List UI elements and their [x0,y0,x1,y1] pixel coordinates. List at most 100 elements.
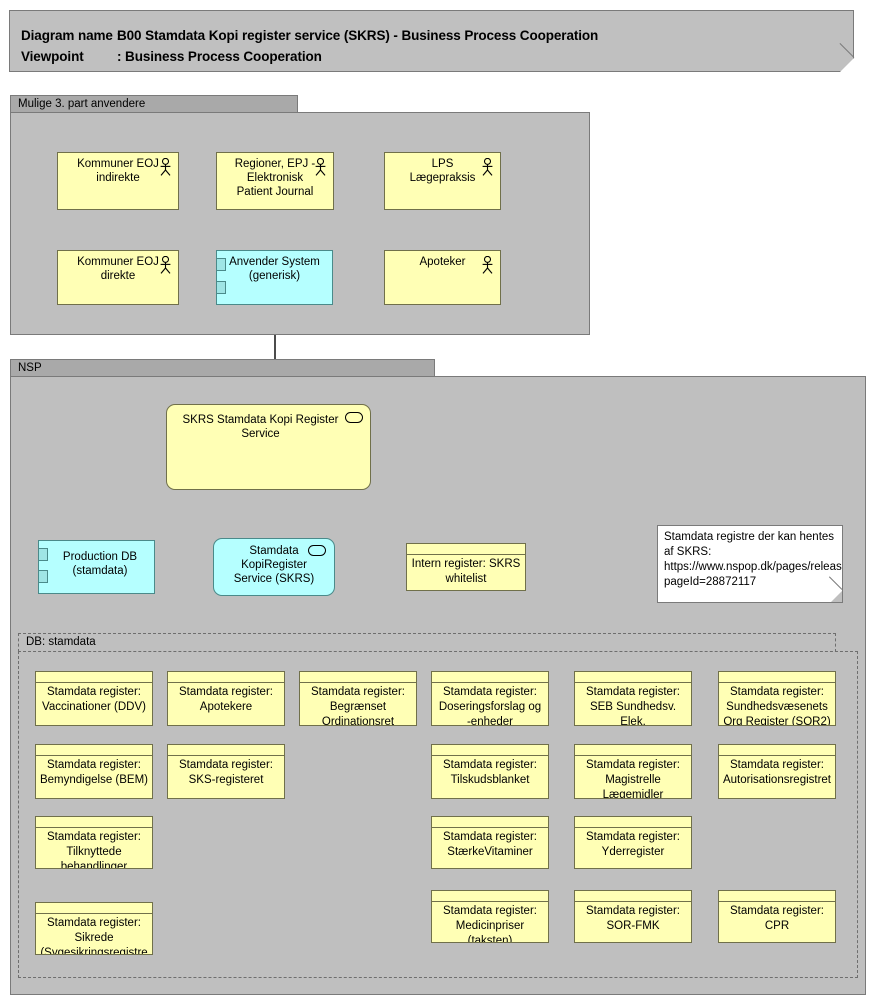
actor-icon [315,158,326,176]
register-card-begraenset-ordinationsret[interactable]: Stamdata register: Begrænset Ordinations… [299,671,417,726]
note-stamdata-registre-link: Stamdata registre der kan hentes af SKRS… [657,525,843,603]
service-icon [345,412,363,423]
register-card-magistrelle-laegemidler[interactable]: Stamdata register: Magistrelle Lægemidle… [574,744,692,799]
viewpoint-key: Viewpoint [21,49,84,64]
element-intern-register-skrs-whitelist[interactable]: Intern register: SKRS whitelist [406,543,526,591]
register-label: Stamdata register: SEB Sundhedsv. Elek. … [586,686,680,726]
register-header-strip [432,891,548,902]
service-label: SKRS Stamdata Kopi Register Service [182,414,339,440]
actor-label: Apoteker [419,256,466,268]
register-card-doseringsforslag[interactable]: Stamdata register: Doseringsforslag og -… [431,671,549,726]
diagram-title-banner: Diagram name :B00 Stamdata Kopi register… [9,10,855,72]
component-icon [217,281,226,294]
diagram-name-line: Diagram name :B00 Stamdata Kopi register… [21,28,598,43]
register-card-sks-registeret[interactable]: Stamdata register: SKS-registeret [167,744,285,799]
register-header-strip [36,745,152,756]
diagram-name-value: B00 Stamdata Kopi register service (SKRS… [117,28,599,43]
register-card-sikrede[interactable]: Stamdata register: Sikrede (Sygesikrings… [35,902,153,955]
service-skrs-stamdata-kopi-register[interactable]: SKRS Stamdata Kopi Register Service [166,404,371,490]
element-header-strip [407,544,525,555]
register-card-bemyndigelse[interactable]: Stamdata register: Bemyndigelse (BEM) [35,744,153,799]
register-label: Stamdata register: Apotekere [179,686,273,713]
register-card-sor-fmk[interactable]: Stamdata register: SOR-FMK [574,890,692,943]
actor-apoteker[interactable]: Apoteker [384,250,501,305]
register-header-strip [719,745,835,756]
register-header-strip [36,672,152,683]
register-header-strip [575,672,691,683]
register-header-strip [300,672,416,683]
actor-regioner-epj[interactable]: Regioner, EPJ - Elektronisk Patient Jour… [216,152,334,210]
component-production-db[interactable]: Production DB (stamdata) [38,540,155,594]
register-header-strip [575,745,691,756]
group-third-party-label: Mulige 3. part anvendere [18,98,146,110]
register-header-strip [575,817,691,828]
register-label: Stamdata register: Begrænset Ordinations… [311,686,405,726]
register-card-cpr[interactable]: Stamdata register: CPR [718,890,836,943]
register-label: Stamdata register: SOR-FMK [586,905,680,932]
register-card-medicinpriser[interactable]: Stamdata register: Medicinpriser (takste… [431,890,549,943]
actor-kommuner-eoj-direkte[interactable]: Kommuner EOJ direkte [57,250,179,305]
register-card-vaccinationer[interactable]: Stamdata register: Vaccinationer (DDV) [35,671,153,726]
group-db-stamdata: DB: stamdata [18,633,858,978]
component-icon [39,570,48,583]
register-header-strip [36,817,152,828]
register-label: Stamdata register: StærkeVitaminer [443,831,537,858]
register-header-strip [432,672,548,683]
element-label: Intern register: SKRS whitelist [411,558,521,585]
note-text: Stamdata registre der kan hentes af SKRS… [664,531,842,588]
actor-label: Kommuner EOJ indirekte [77,158,159,184]
group-db-stamdata-body [18,651,858,978]
register-header-strip [168,745,284,756]
register-card-tilskudsblanket[interactable]: Stamdata register: Tilskudsblanket [431,744,549,799]
register-card-yderregister[interactable]: Stamdata register: Yderregister [574,816,692,869]
component-skrs-kopiregister-service[interactable]: Stamdata KopiRegister Service (SKRS) [213,538,335,596]
group-nsp-tab [10,359,435,377]
register-label: Stamdata register: Tilskudsblanket [443,759,537,786]
register-header-strip [432,817,548,828]
actor-label: Kommuner EOJ direkte [77,256,159,282]
register-card-staerkevitaminer[interactable]: Stamdata register: StærkeVitaminer [431,816,549,869]
register-card-tilknyttede-behandlinger[interactable]: Stamdata register: Tilknyttede behandlin… [35,816,153,869]
component-anvender-system[interactable]: Anvender System (generisk) [216,250,333,305]
actor-label: LPS Lægepraksis [409,158,476,184]
register-header-strip [719,891,835,902]
diagram-name-key: Diagram name : [21,28,121,43]
actor-kommuner-eoj-indirekte[interactable]: Kommuner EOJ indirekte [57,152,179,210]
register-label: Stamdata register: Sikrede (Sygesikrings… [40,917,148,955]
component-icon [217,258,226,271]
viewpoint-value: : Business Process Cooperation [117,49,322,64]
register-label: Stamdata register: SKS-registeret [179,759,273,786]
actor-lps-laegepraksis[interactable]: LPS Lægepraksis [384,152,501,210]
register-label: Stamdata register: Magistrelle Lægemidle… [586,759,680,799]
register-card-autorisationsregistret[interactable]: Stamdata register: Autorisationsregistre… [718,744,836,799]
component-label: Anvender System (generisk) [229,256,320,282]
register-card-sor2[interactable]: Stamdata register: Sundhedsvæsenets Org … [718,671,836,726]
register-label: Stamdata register: Vaccinationer (DDV) [42,686,146,713]
register-label: Stamdata register: Bemyndigelse (BEM) [39,759,148,786]
register-card-apotekere[interactable]: Stamdata register: Apotekere [167,671,285,726]
group-db-stamdata-tab [18,633,836,652]
group-nsp-label: NSP [18,362,42,374]
group-third-party-tab [10,95,298,113]
service-icon [308,545,326,556]
banner-fold-line [839,43,855,58]
register-label: Stamdata register: Medicinpriser (takste… [443,905,537,943]
component-icon [39,548,48,561]
register-label: Stamdata register: Sundhedsvæsenets Org … [723,686,831,726]
component-label: Stamdata KopiRegister Service (SKRS) [233,545,315,585]
note-fold-corner [830,590,842,602]
actor-icon [160,256,171,274]
register-card-seb[interactable]: Stamdata register: SEB Sundhedsv. Elek. … [574,671,692,726]
register-label: Stamdata register: Autorisationsregistre… [722,759,832,786]
group-db-stamdata-label: DB: stamdata [26,636,96,648]
register-header-strip [719,672,835,683]
register-label: Stamdata register: CPR [730,905,824,932]
register-label: Stamdata register: Tilknyttede behandlin… [47,831,141,869]
actor-icon [160,158,171,176]
register-header-strip [36,903,152,914]
register-label: Stamdata register: Doseringsforslag og -… [438,686,542,726]
actor-label: Regioner, EPJ - Elektronisk Patient Jour… [234,158,316,198]
register-header-strip [575,891,691,902]
viewpoint-line: Viewpoint : Business Process Cooperation [21,49,322,64]
